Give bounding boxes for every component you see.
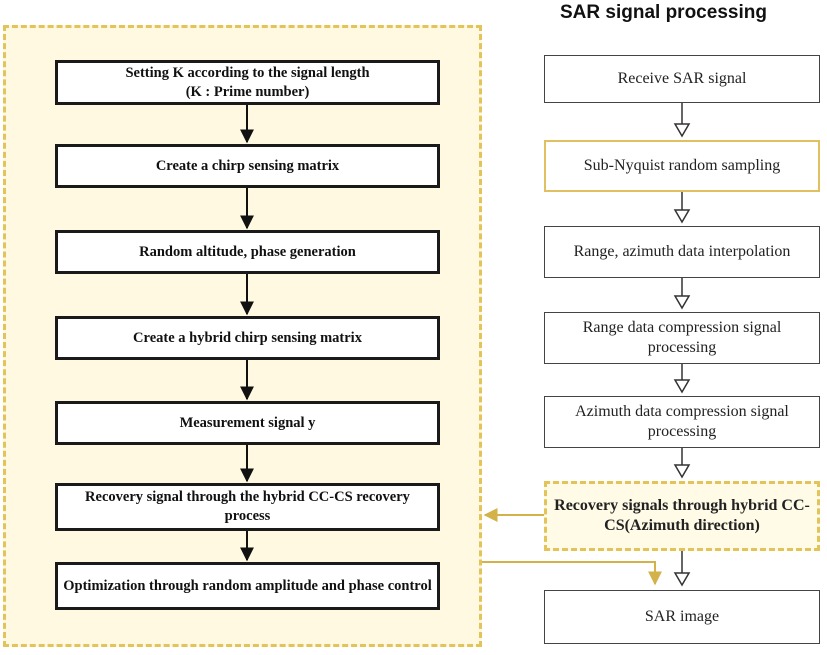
right-step-interpolation: Range, azimuth data interpolation [544, 226, 820, 278]
left-step-3-label: Random altitude, phase generation [139, 243, 356, 260]
left-step-4-label: Create a hybrid chirp sensing matrix [133, 329, 362, 346]
right-arrow-1 [673, 103, 691, 138]
right-step-7-label: SAR image [644, 608, 720, 625]
right-step-3-label: Range, azimuth data interpolation [573, 243, 791, 260]
connector-panel-to-image [482, 561, 662, 586]
left-step-3: Random altitude, phase generation [55, 230, 440, 274]
right-step-6-label: Recovery signals through hybrid CC-CS(Az… [554, 497, 810, 534]
left-step-2: Create a chirp sensing matrix [55, 144, 440, 188]
diagram-title: SAR signal processing [560, 2, 767, 23]
right-arrow-4 [673, 364, 691, 394]
right-arrow-2 [673, 192, 691, 224]
right-step-sar-image: SAR image [544, 590, 820, 644]
left-step-1: Setting K according to the signal length… [55, 60, 440, 105]
right-step-5-label: Azimuth data compression signal processi… [575, 403, 789, 440]
left-step-1-label: Setting K according to the signal length… [125, 64, 370, 100]
left-step-6-label: Recovery signal through the hybrid CC-CS… [85, 489, 410, 524]
right-arrow-3 [673, 278, 691, 310]
left-step-5: Measurement signal y [55, 401, 440, 445]
right-step-sampling: Sub-Nyquist random sampling [544, 140, 820, 192]
left-step-7-label: Optimization through random amplitude an… [63, 577, 432, 594]
left-step-7: Optimization through random amplitude an… [55, 562, 440, 610]
right-arrow-6 [673, 551, 691, 587]
right-step-hybrid-recovery: Recovery signals through hybrid CC-CS(Az… [544, 481, 820, 551]
right-step-range-compression: Range data compression signal processing [544, 312, 820, 364]
right-step-receive: Receive SAR signal [544, 55, 820, 103]
left-step-5-label: Measurement signal y [179, 414, 316, 431]
left-step-2-label: Create a chirp sensing matrix [155, 157, 340, 174]
gold-connectors [482, 508, 662, 586]
right-step-1-label: Receive SAR signal [617, 70, 747, 87]
left-step-4: Create a hybrid chirp sensing matrix [55, 316, 440, 360]
right-arrow-5 [673, 448, 691, 479]
right-step-4-label: Range data compression signal processing [582, 319, 782, 356]
right-step-azimuth-compression: Azimuth data compression signal processi… [544, 396, 820, 448]
right-arrows [673, 103, 691, 587]
left-step-6: Recovery signal through the hybrid CC-CS… [55, 483, 440, 531]
right-step-2-label: Sub-Nyquist random sampling [583, 157, 781, 174]
